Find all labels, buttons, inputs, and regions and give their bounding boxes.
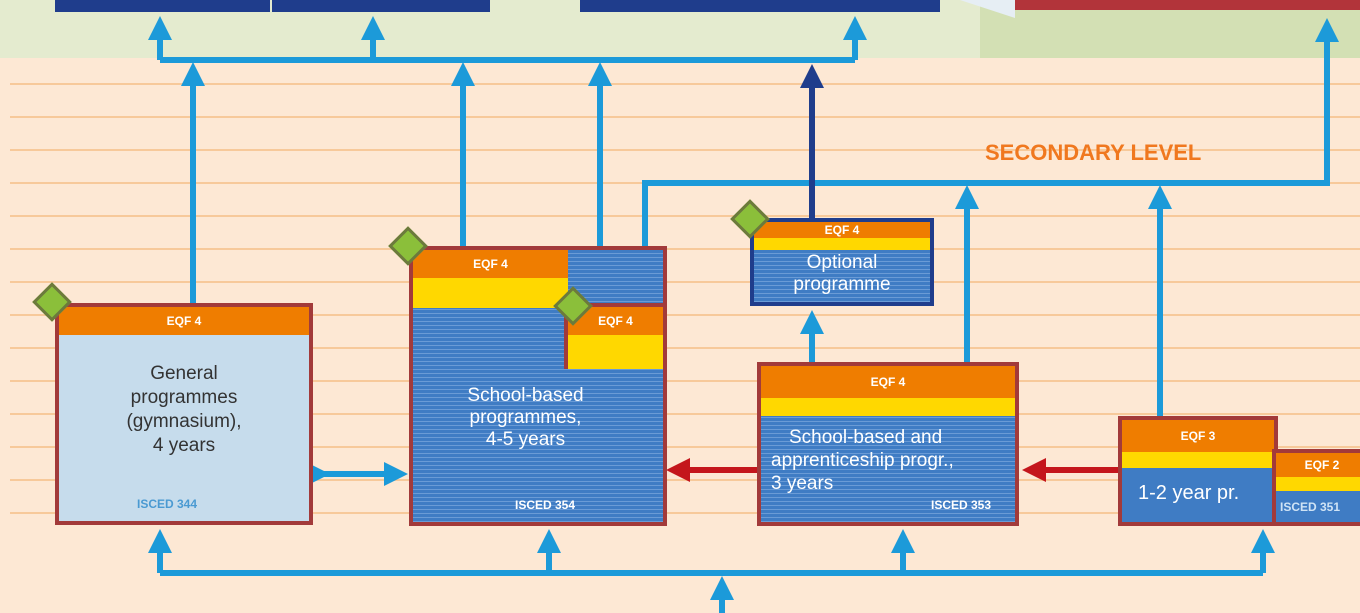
eqf-badge: EQF 4 [413, 250, 568, 278]
box-short-programme-2: EQF 2 ISCED 351 [1272, 449, 1360, 526]
section-label: SECONDARY LEVEL [985, 140, 1202, 165]
yellow-band [754, 238, 930, 250]
box-short-programme: EQF 3 1-2 year pr. [1118, 416, 1278, 526]
title-line: 4-5 years [485, 429, 566, 450]
top-box [580, 0, 940, 12]
title-line: programmes [130, 387, 238, 408]
top-box [272, 0, 490, 12]
yellow-band [761, 398, 1015, 416]
title-line: General [150, 363, 218, 384]
eqf-badge: EQF 3 [1122, 420, 1274, 452]
yellow-band [1122, 452, 1274, 468]
box-title: 1-2 year pr. [1138, 482, 1240, 504]
top-box-right [1015, 0, 1360, 10]
title-line: 3 years [771, 473, 834, 494]
box-title: School-based programmes, 4-5 years [433, 385, 618, 451]
title-line: programmes, [469, 407, 582, 428]
secondary-bracket [642, 17, 1339, 300]
title-line: (gymnasium), [126, 411, 242, 432]
title-line: School-based and [789, 427, 943, 448]
isced-code: ISCED 351 [1280, 500, 1341, 514]
box-school-based: EQF 4 School-based programmes, 4-5 years… [409, 246, 667, 526]
isced-code: ISCED 344 [137, 497, 198, 511]
eqf-badge: EQF 4 [754, 222, 930, 238]
box-title: School-based and apprenticeship progr., … [771, 426, 1021, 495]
yellow-band [413, 278, 568, 308]
isced-code: ISCED 354 [515, 498, 576, 512]
box-optional-programme: EQF 4 Optional programme [750, 218, 934, 306]
box-general-programmes: EQF 4 General programmes (gymnasium), 4 … [55, 303, 313, 525]
title-line: 4 years [152, 435, 216, 456]
box-title: Optional programme [754, 252, 930, 296]
yellow-band [1276, 477, 1360, 491]
box-title: General programmes (gymnasium), 4 years [59, 362, 309, 458]
page-curl [960, 0, 1015, 18]
title-line: School-based [467, 385, 584, 406]
box-apprenticeship: EQF 4 School-based and apprenticeship pr… [757, 362, 1019, 526]
title-line: Optional [806, 252, 878, 273]
isced-code: ISCED 353 [931, 498, 992, 512]
title-line: programme [793, 274, 891, 295]
top-box [55, 0, 270, 12]
title-line: apprenticeship progr., [771, 450, 954, 471]
eqf-badge: EQF 4 [761, 366, 1015, 398]
eqf-badge: EQF 2 [1276, 453, 1360, 477]
eqf-badge: EQF 4 [59, 307, 309, 335]
